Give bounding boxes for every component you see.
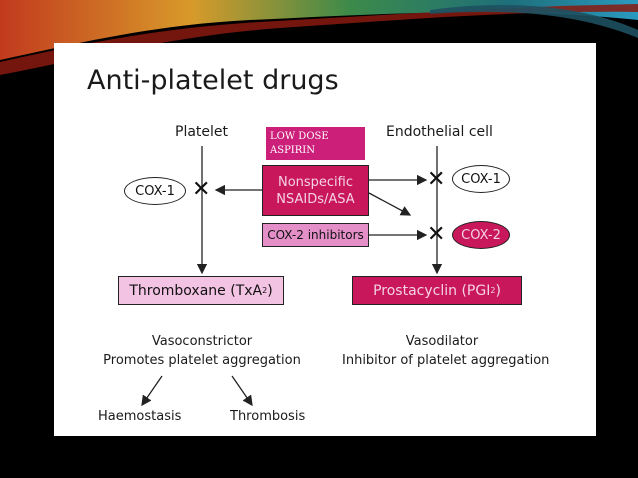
diagram-arrows xyxy=(141,146,443,407)
slide-title: Anti-platelet drugs xyxy=(87,65,339,96)
cox1-left-oval: COX-1 xyxy=(124,177,186,205)
inhibition-x-left: ✕ xyxy=(192,177,211,202)
decorative-header-swoosh xyxy=(0,0,638,75)
cox2-oval: COX-2 xyxy=(452,221,510,249)
cox2-inhibitors-box: COX-2 inhibitors xyxy=(262,223,369,247)
thromboxane-subscript: 2 xyxy=(262,286,268,295)
nsaids-line2: NSAIDs/ASA xyxy=(276,191,355,207)
nsaids-line1: Nonspecific xyxy=(277,174,354,190)
cox1-right-oval: COX-1 xyxy=(452,165,510,193)
inhibition-x-right-bottom: ✕ xyxy=(427,222,446,247)
haemostasis-label: Haemostasis xyxy=(98,409,182,424)
vasodilator-label: Vasodilator xyxy=(405,334,479,349)
nonspecific-nsaids-box: Nonspecific NSAIDs/ASA xyxy=(262,165,369,216)
inhibitor-aggregation-label: Inhibitor of platelet aggregation xyxy=(342,353,550,368)
vasoconstrictor-label: Vasoconstrictor xyxy=(151,334,253,349)
thrombosis-label: Thrombosis xyxy=(230,409,306,424)
thromboxane-close: ) xyxy=(267,282,273,299)
prostacyclin-close: ) xyxy=(495,282,501,299)
prostacyclin-text: Prostacyclin (PGI xyxy=(373,282,491,299)
low-dose-aspirin-line2: ASPIRIN xyxy=(270,145,315,156)
prostacyclin-subscript: 2 xyxy=(490,286,496,295)
inhibition-x-right-top: ✕ xyxy=(427,167,446,192)
slide-canvas: Anti-platelet drugs Platelet Endothelial… xyxy=(54,43,596,436)
endothelial-cell-label: Endothelial cell xyxy=(386,124,493,140)
thromboxane-text: Thromboxane (TxA xyxy=(129,282,263,299)
low-dose-aspirin-box: LOW DOSE ASPIRIN xyxy=(266,127,365,160)
promotes-aggregation-label: Promotes platelet aggregation xyxy=(103,353,301,368)
platelet-label: Platelet xyxy=(175,124,229,140)
low-dose-aspirin-line1: LOW DOSE xyxy=(270,131,329,142)
